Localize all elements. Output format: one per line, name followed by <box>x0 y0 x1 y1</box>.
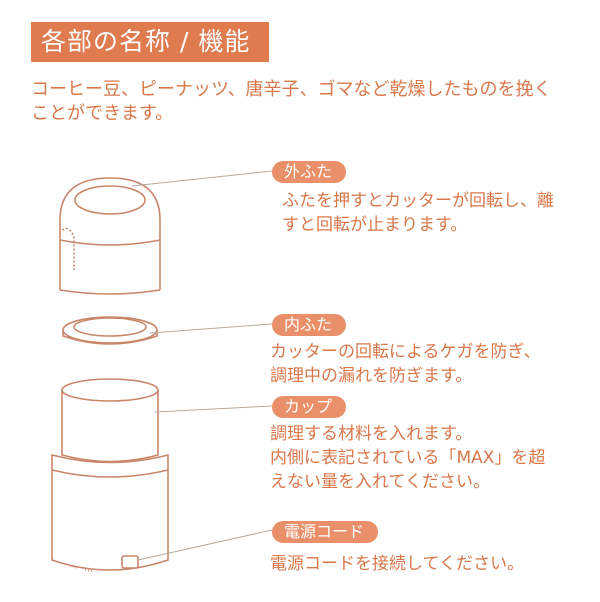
inner-lid-desc-line: 調理中の漏れを防ぎます。 <box>270 366 473 386</box>
cup-and-base-drawing <box>51 378 169 572</box>
cup-leader <box>154 405 273 413</box>
power-cord-label: 電源コード <box>272 521 379 543</box>
power-cord-desc-line: 電源コードを接続してください。 <box>270 554 524 574</box>
outer-lid-leader <box>131 170 273 187</box>
inner-lid-desc-line: カッターの回転によるケガを防ぎ、 <box>270 342 541 362</box>
power-cord-desc: 電源コードを接続してください。 <box>270 552 524 576</box>
outer-lid-desc: ふたを押すとカッターが回転し、離 すと回転が止まります。 <box>282 189 554 237</box>
outer-lid-drawing <box>59 177 161 295</box>
intro-line-1: コーヒー豆、ピーナッツ、唐辛子、ゴマなど乾燥したものを挽く <box>31 79 552 100</box>
cup-desc: 調理する材料を入れます。 内側に表記されている「MAX」を超 えない量を入れてく… <box>270 422 545 494</box>
outer-lid-label: 外ふた <box>272 161 347 183</box>
cup-desc-line: えない量を入れてください。 <box>270 472 490 492</box>
section-title: 各部の名称 / 機能 <box>31 22 269 62</box>
cup-desc-line: 調理する材料を入れます。 <box>270 424 473 444</box>
power-cord-leader <box>137 529 273 561</box>
cup-label: カップ <box>272 396 347 418</box>
inner-lid-leader <box>149 323 273 334</box>
outer-lid-desc-line: ふたを押すとカッターが回転し、離 <box>282 191 554 211</box>
inner-lid-label: 内ふた <box>272 314 347 336</box>
intro-text: コーヒー豆、ピーナッツ、唐辛子、ゴマなど乾燥したものを挽く ことができます。 <box>31 78 591 126</box>
intro-line-2: ことができます。 <box>31 103 174 124</box>
inner-lid-desc: カッターの回転によるケガを防ぎ、 調理中の漏れを防ぎます。 <box>270 340 541 388</box>
inner-lid-drawing <box>62 316 158 345</box>
leader-lines <box>131 170 273 561</box>
cup-desc-line: 内側に表記されている「MAX」を超 <box>270 448 546 468</box>
outer-lid-desc-line: すと回転が止まります。 <box>282 215 468 235</box>
